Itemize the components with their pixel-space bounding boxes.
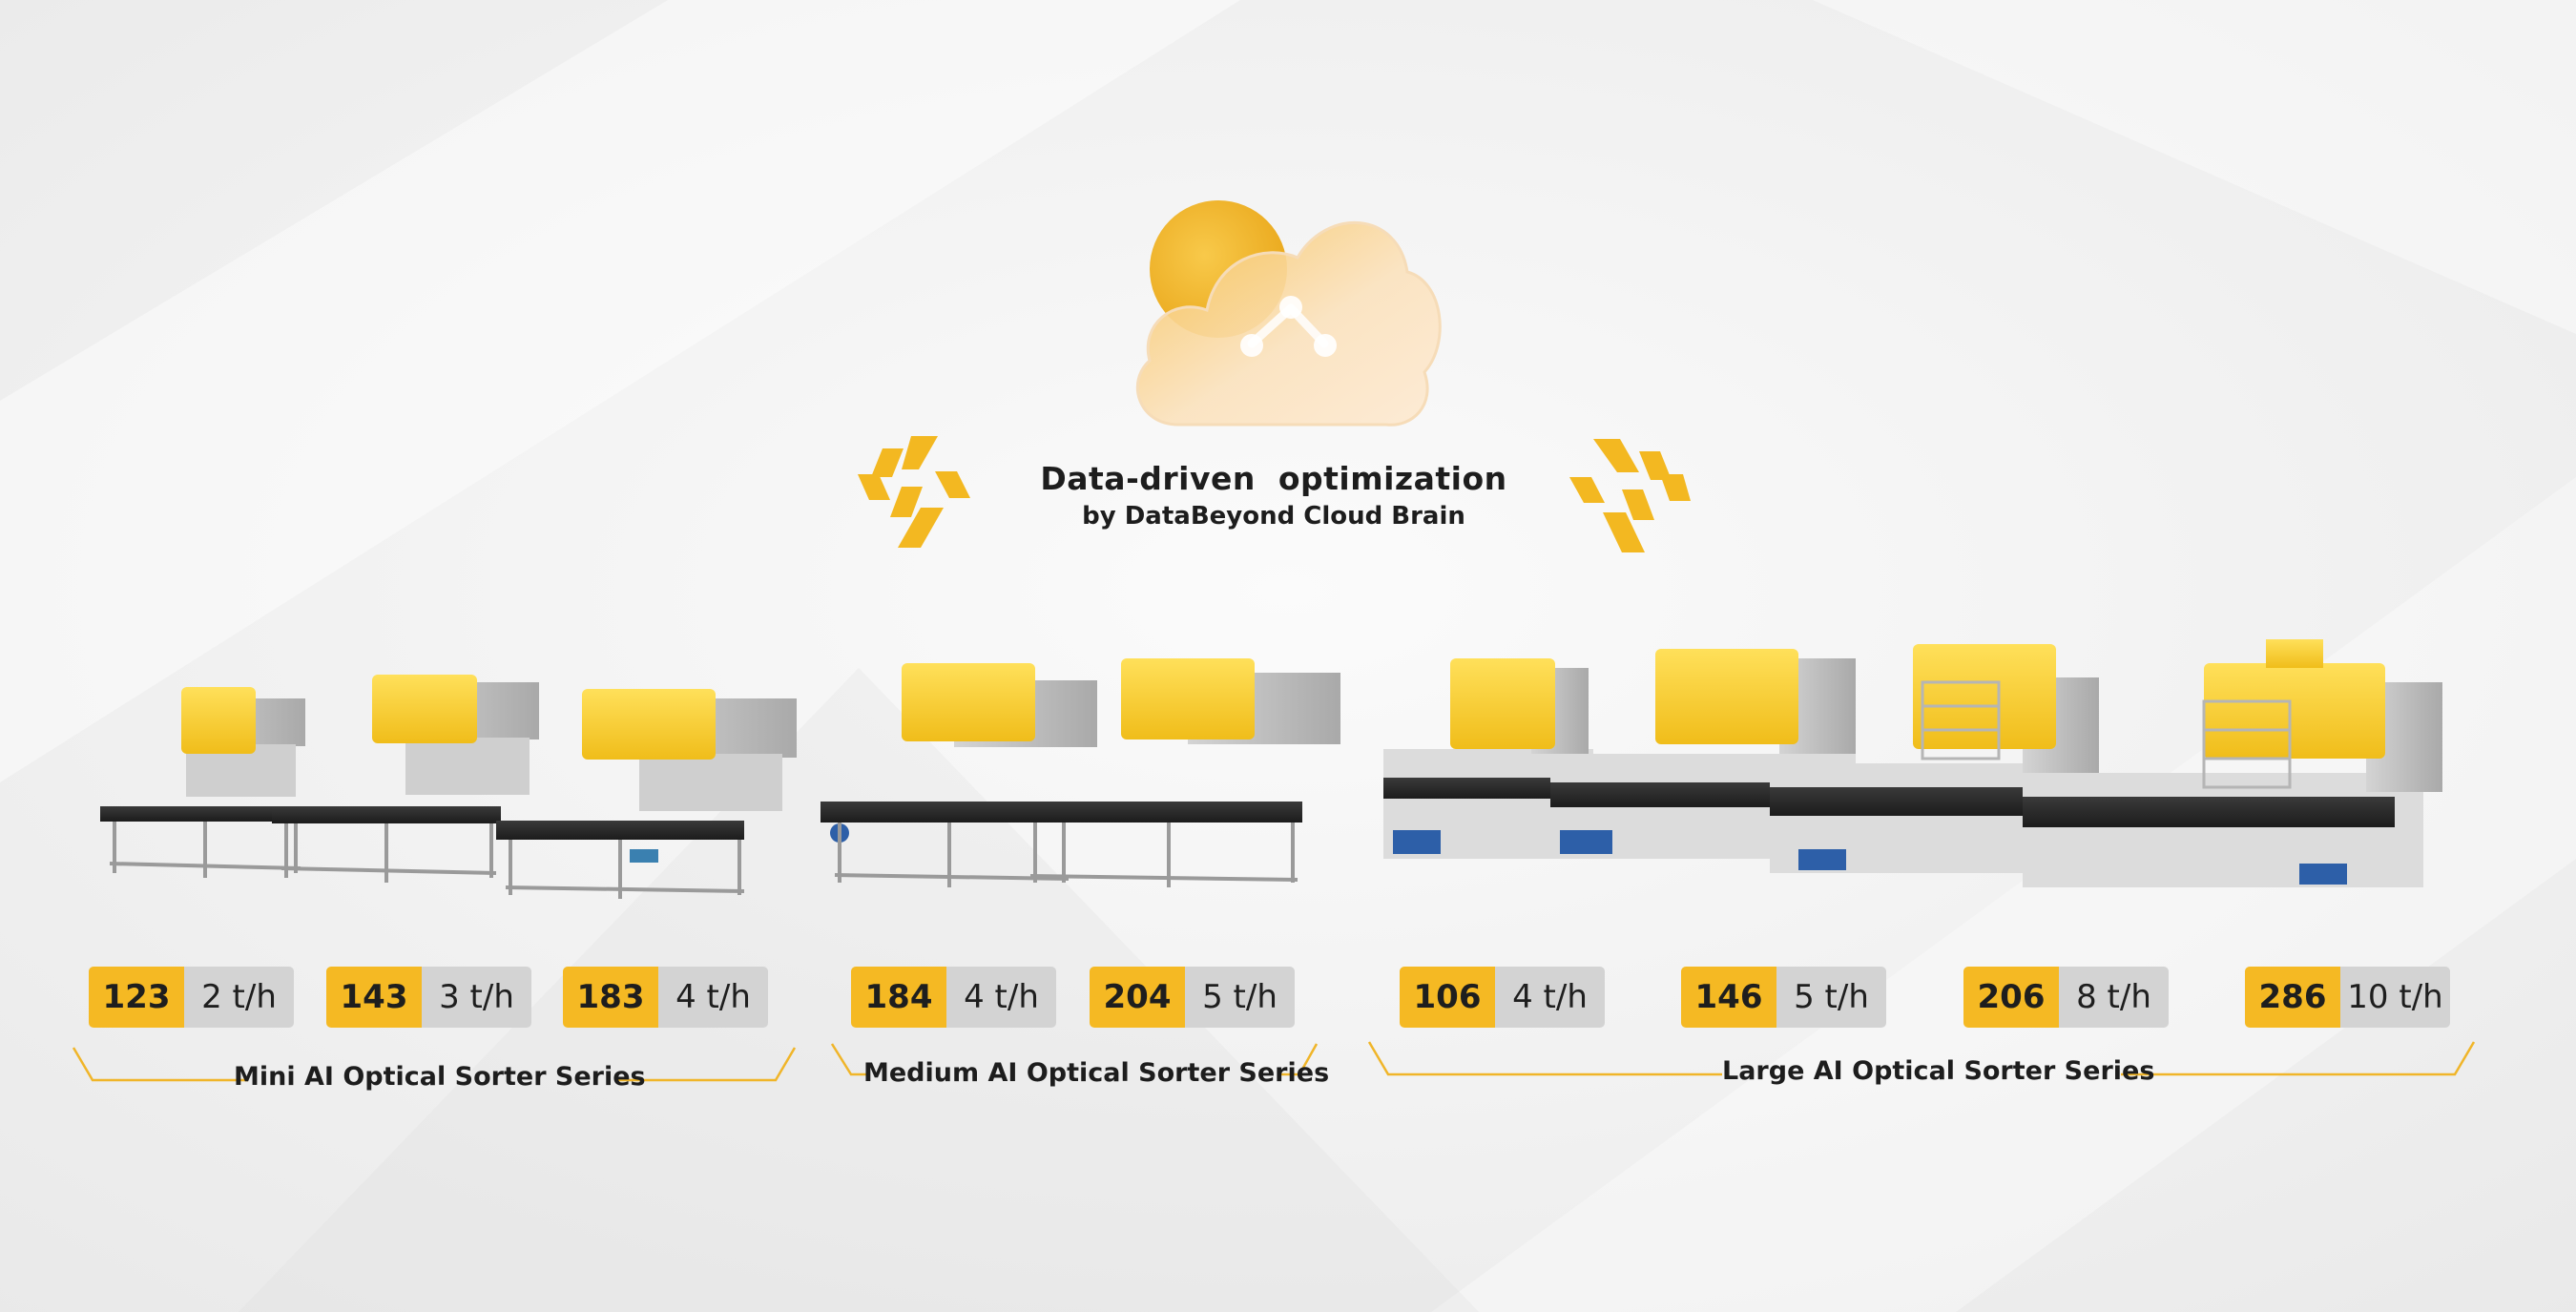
model-badge-286: 286 10 t/h xyxy=(2245,967,2450,1028)
sync-arrows-icon xyxy=(1569,439,1691,552)
sync-arrows-icon xyxy=(858,436,970,548)
medium-sorter-machine xyxy=(1016,658,1340,887)
cloud-network-icon xyxy=(1135,200,1442,427)
mini-sorter-machine xyxy=(100,687,310,878)
series-bracket-large xyxy=(1367,1041,2476,1076)
series-label-medium: Medium AI Optical Sorter Series xyxy=(863,1058,1330,1088)
model-badge-204: 204 5 t/h xyxy=(1090,967,1295,1028)
model-badge-184: 184 4 t/h xyxy=(851,967,1056,1028)
model-capacity: 2 t/h xyxy=(184,967,294,1028)
sorter-machines-illustration xyxy=(100,639,2442,899)
model-badge-206: 206 8 t/h xyxy=(1963,967,2169,1028)
mini-sorter-machine xyxy=(272,675,539,883)
model-badge-146: 146 5 t/h xyxy=(1681,967,1886,1028)
series-label-mini: Mini AI Optical Sorter Series xyxy=(234,1062,646,1092)
model-code: 123 xyxy=(89,967,184,1028)
model-code: 183 xyxy=(563,967,658,1028)
large-sorter-machine xyxy=(2023,639,2442,887)
page-subtitle: by DataBeyond Cloud Brain xyxy=(1082,502,1465,531)
model-code: 143 xyxy=(326,967,422,1028)
model-code: 286 xyxy=(2245,967,2340,1028)
model-code: 146 xyxy=(1681,967,1776,1028)
model-capacity: 3 t/h xyxy=(422,967,531,1028)
series-bracket-mini xyxy=(72,1047,797,1082)
model-badge-143: 143 3 t/h xyxy=(326,967,531,1028)
model-capacity: 4 t/h xyxy=(1495,967,1605,1028)
model-capacity: 8 t/h xyxy=(2059,967,2169,1028)
model-code: 206 xyxy=(1963,967,2059,1028)
series-label-large: Large AI Optical Sorter Series xyxy=(1722,1056,2155,1086)
page-title: Data-driven optimization xyxy=(1040,460,1507,497)
model-capacity: 10 t/h xyxy=(2340,967,2450,1028)
model-capacity: 4 t/h xyxy=(946,967,1056,1028)
medium-sorter-machine xyxy=(821,663,1097,887)
model-capacity: 5 t/h xyxy=(1185,967,1295,1028)
model-code: 184 xyxy=(851,967,946,1028)
mini-sorter-machine xyxy=(496,689,797,899)
series-bracket-medium xyxy=(830,1043,1319,1076)
model-capacity: 4 t/h xyxy=(658,967,768,1028)
model-capacity: 5 t/h xyxy=(1776,967,1886,1028)
model-code: 204 xyxy=(1090,967,1185,1028)
model-badge-183: 183 4 t/h xyxy=(563,967,768,1028)
model-badge-123: 123 2 t/h xyxy=(89,967,294,1028)
model-code: 106 xyxy=(1400,967,1495,1028)
model-badge-106: 106 4 t/h xyxy=(1400,967,1605,1028)
